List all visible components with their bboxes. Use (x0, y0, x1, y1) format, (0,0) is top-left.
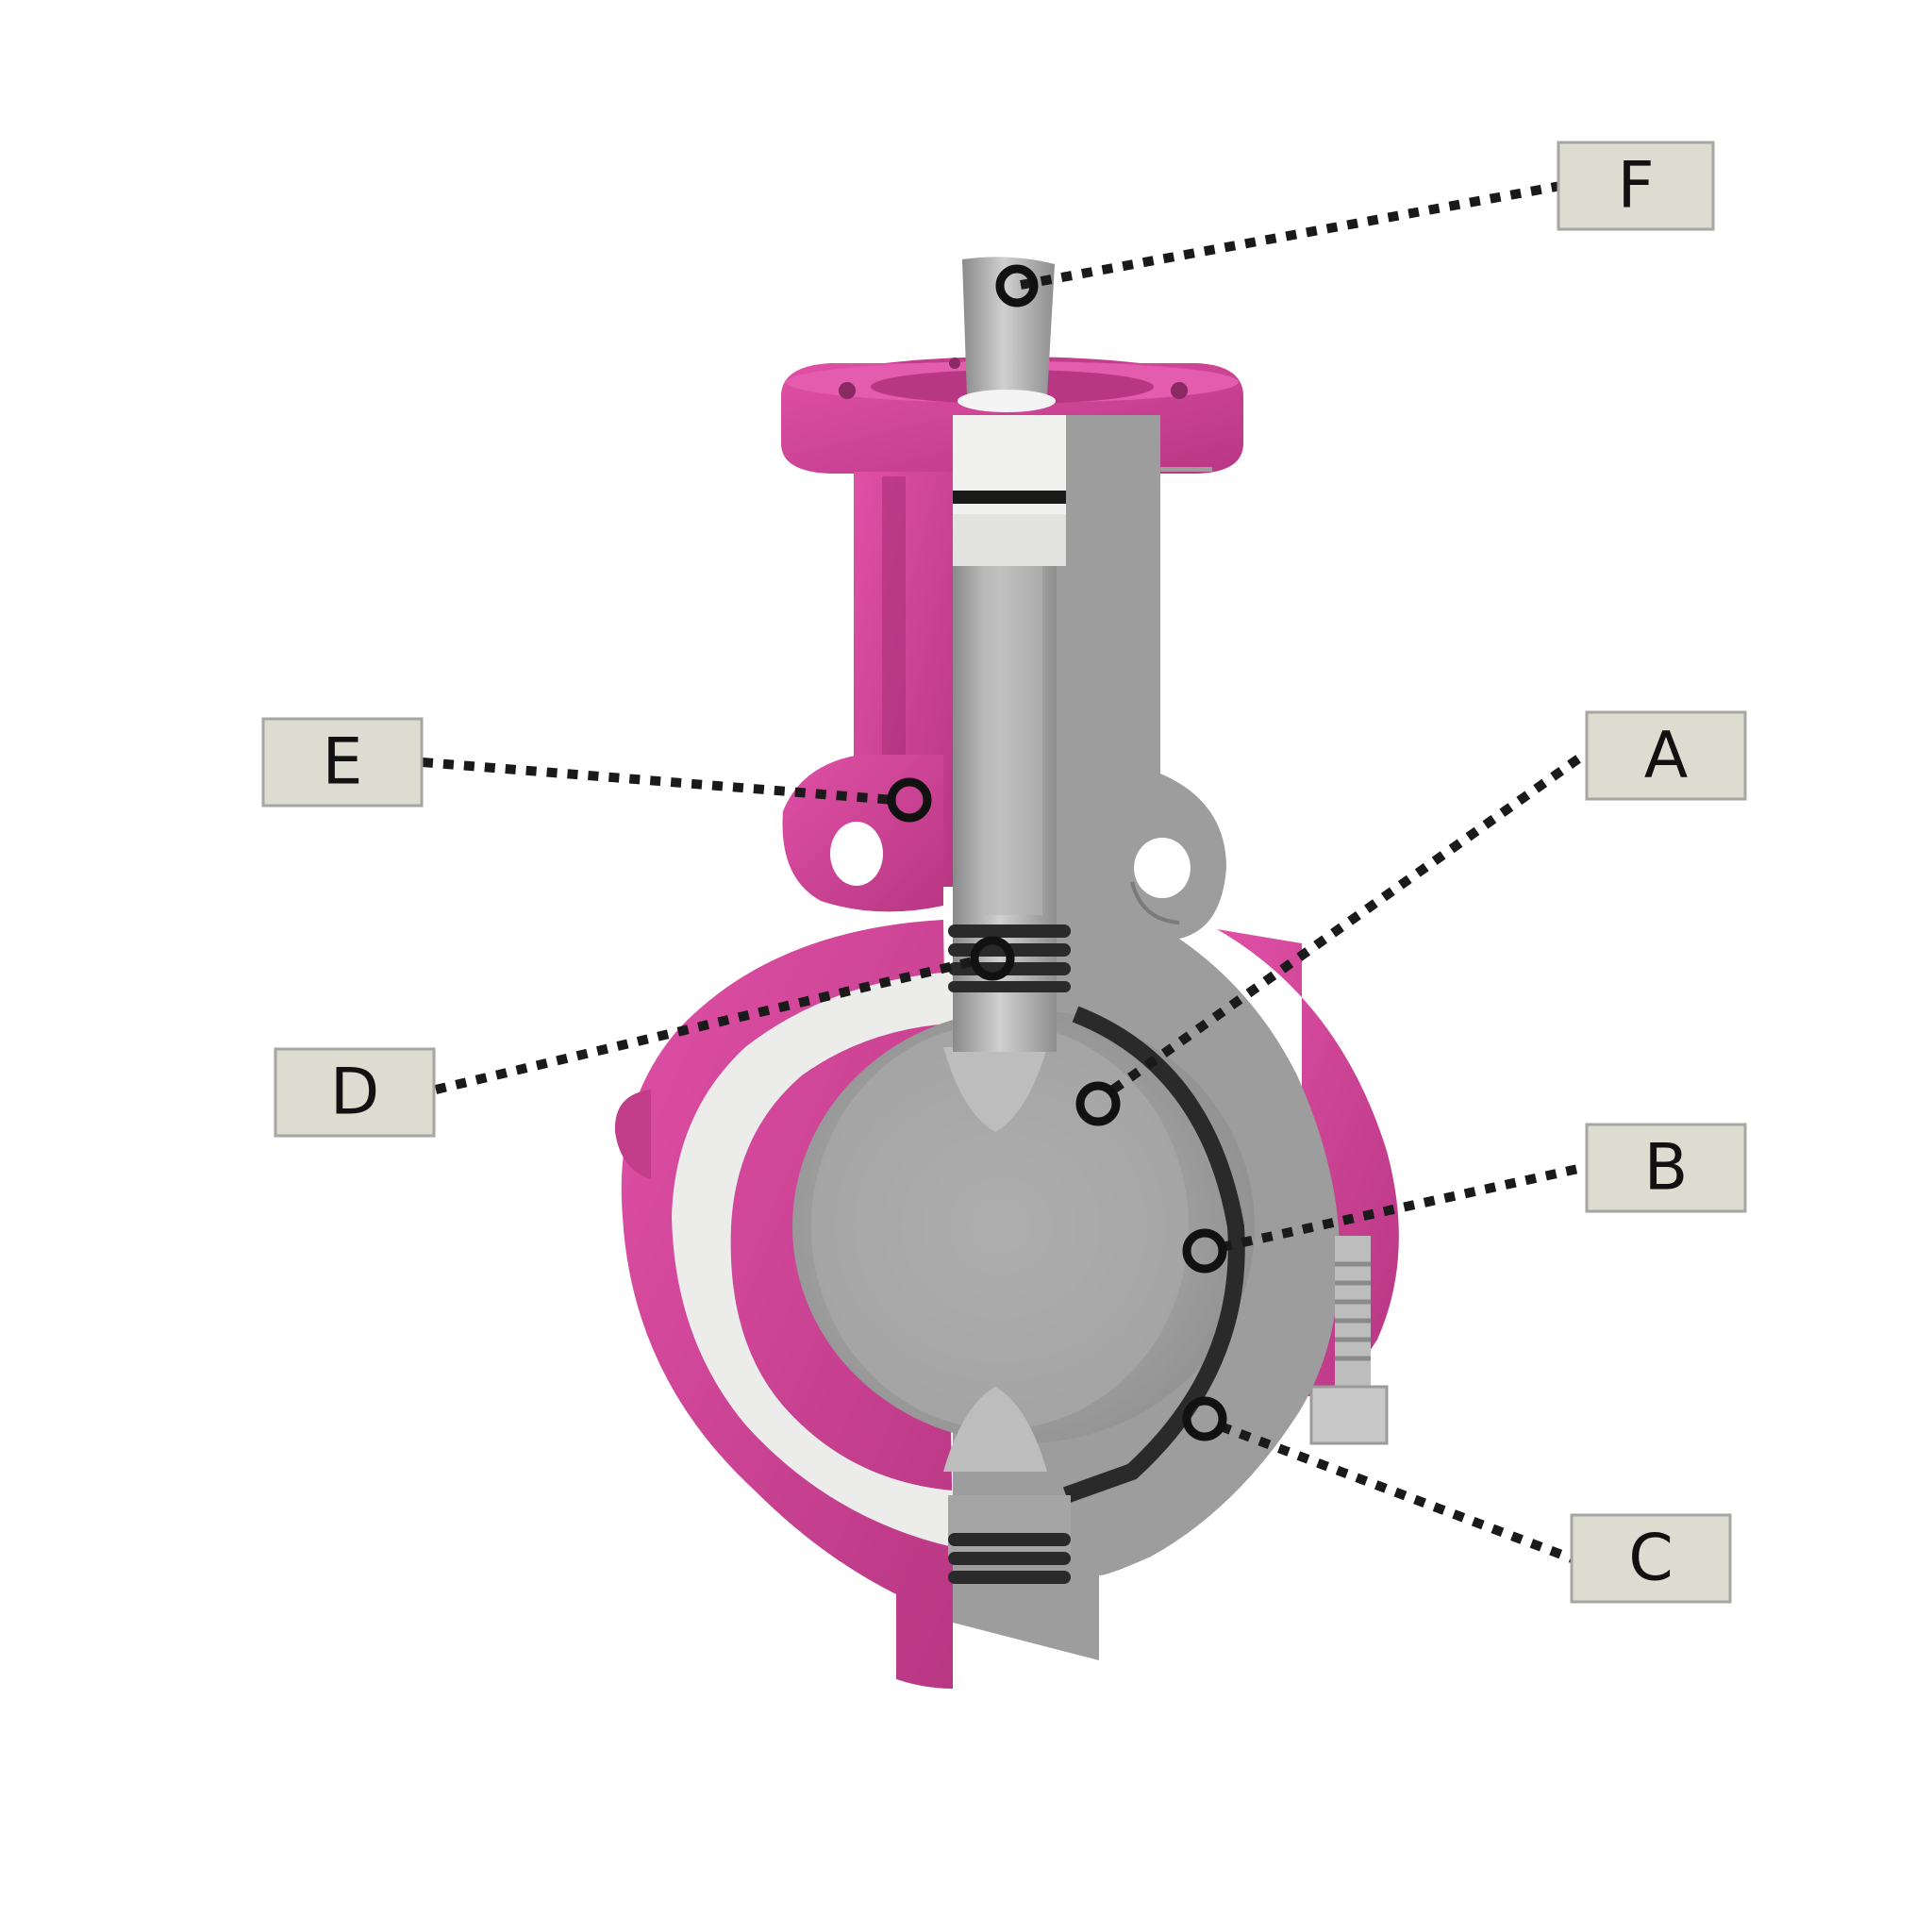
stem-shaft-core (986, 566, 1042, 915)
right-lug-hole (1134, 838, 1191, 898)
callout-C: C (1182, 1396, 1732, 1604)
marker-A (1075, 1081, 1121, 1126)
callout-box-E (261, 717, 424, 808)
leader-line-F (1020, 180, 1567, 290)
marker-C (1182, 1396, 1227, 1441)
callout-B: B (1182, 1123, 1747, 1274)
callout-label-D: D (330, 1056, 379, 1130)
marker-F (995, 264, 1039, 308)
callout-E: E (261, 717, 932, 823)
callout-label-C: C (1628, 1522, 1673, 1596)
callout-D: D (274, 936, 1015, 1138)
leader-line-B (1220, 1162, 1589, 1252)
leader-line-A (1110, 748, 1590, 1094)
callout-box-D (274, 1047, 436, 1138)
leader-line-E (422, 758, 895, 805)
callout-F: F (995, 141, 1715, 308)
callout-label-B: B (1644, 1131, 1689, 1206)
callout-label-E: E (323, 725, 363, 800)
liner (672, 972, 953, 1547)
left-lug (782, 755, 943, 912)
disc-upper-hub (943, 1047, 1047, 1132)
leader-line-C (1219, 1422, 1574, 1563)
lower-packing-rings (948, 1495, 1071, 1584)
callout-box-B (1585, 1123, 1747, 1213)
callout-A: A (1075, 710, 1747, 1126)
side-bolt (1309, 1236, 1389, 1445)
stem-top (958, 257, 1056, 412)
disc-lower-hub (943, 1387, 1047, 1472)
callout-box-F (1557, 141, 1715, 231)
leader-line-D (434, 956, 979, 1094)
callout-box-C (1570, 1513, 1732, 1604)
callout-label-F: F (1617, 149, 1654, 224)
body-left-boss (614, 1090, 651, 1179)
valve-illustration (614, 257, 1399, 1689)
callout-box-A (1585, 710, 1747, 801)
marker-E (887, 777, 932, 823)
callout-label-A: A (1644, 719, 1689, 793)
top-bushing (953, 415, 1066, 566)
marker-B (1182, 1228, 1227, 1274)
right-lug-hole-edge (1130, 881, 1180, 924)
marker-D (970, 936, 1015, 981)
